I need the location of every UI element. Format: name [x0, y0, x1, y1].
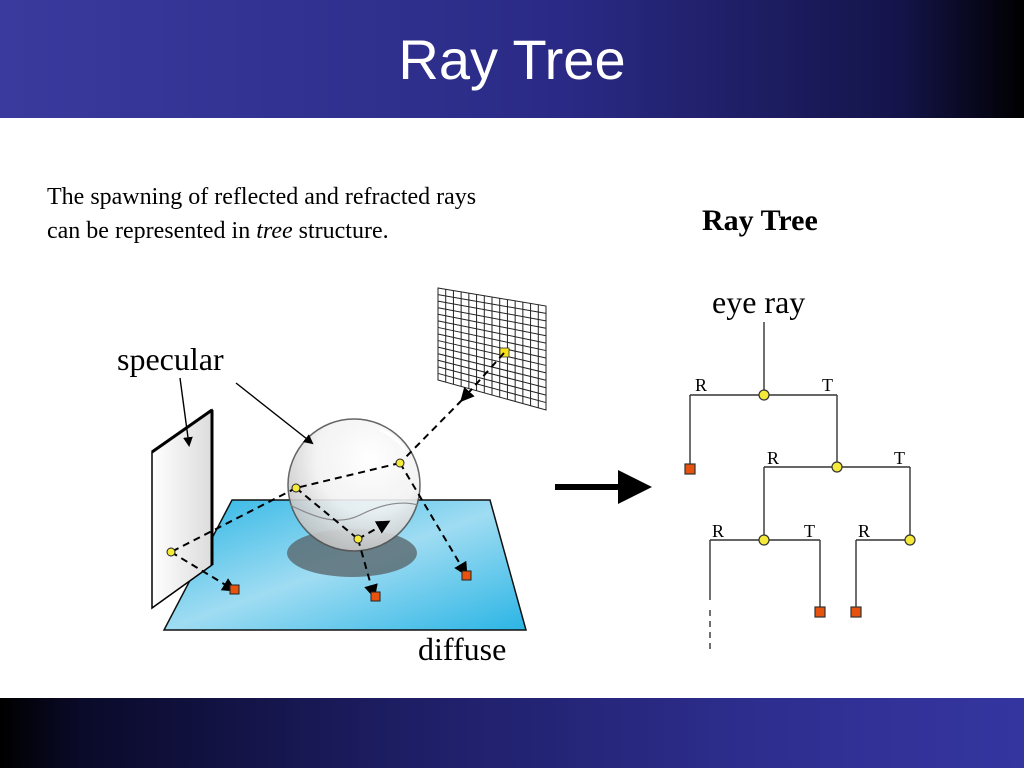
- diffuse-hit: [461, 570, 472, 581]
- diffuse-hit: [229, 584, 240, 595]
- intro-line-1: The spawning of reflected and refracted …: [47, 184, 477, 210]
- tree-node: [758, 534, 770, 546]
- specular-pointer-mirror: [179, 377, 193, 447]
- intro-tree-word: tree: [256, 218, 293, 244]
- hit-point: [353, 534, 363, 544]
- eye-ray-label: eye ray: [712, 284, 805, 320]
- tree-node: [904, 534, 916, 546]
- diffuse-hit: [370, 591, 381, 602]
- tree-node: [758, 389, 770, 401]
- scene-intersection-points: [166, 458, 405, 557]
- tree-labels: R T R T R T R: [695, 375, 905, 541]
- intro-line-2-start: can be represented in: [47, 218, 257, 244]
- hit-point: [395, 458, 405, 468]
- pixel-highlight: [499, 347, 510, 358]
- tree-nodes: [758, 389, 916, 546]
- transform-arrow: [555, 470, 652, 504]
- ray-paths: [170, 352, 505, 599]
- label-r: R: [858, 521, 870, 541]
- intro-line-2-end: structure.: [292, 218, 389, 244]
- ray-tree-title: Ray Tree: [702, 204, 818, 237]
- image-plane-grid: [437, 287, 547, 411]
- label-t: T: [804, 521, 815, 541]
- tree-leaf: [850, 606, 862, 618]
- label-r: R: [767, 448, 779, 468]
- hit-point: [166, 547, 176, 557]
- label-r: R: [712, 521, 724, 541]
- label-t: T: [894, 448, 905, 468]
- intro-text: The spawning of reflected and refracted …: [47, 180, 647, 248]
- label-r: R: [695, 375, 707, 395]
- footer-bar: [0, 698, 1024, 768]
- tree-node: [831, 461, 843, 473]
- specular-label: specular: [117, 341, 224, 377]
- diffuse-label: diffuse: [418, 631, 506, 667]
- intro-line-2: can be represented in tree structure.: [47, 214, 647, 248]
- hit-point: [291, 483, 301, 493]
- tree-leaf: [684, 463, 696, 475]
- tree-leaves: [684, 463, 862, 618]
- tree-leaf: [814, 606, 826, 618]
- specular-pointer-sphere: [235, 382, 314, 445]
- scene-diffuse-hits: [229, 570, 472, 602]
- slide-title: Ray Tree: [398, 28, 626, 91]
- title-bar: Ray Tree: [0, 0, 1024, 118]
- label-t: T: [822, 375, 833, 395]
- tree-edges: [689, 322, 911, 652]
